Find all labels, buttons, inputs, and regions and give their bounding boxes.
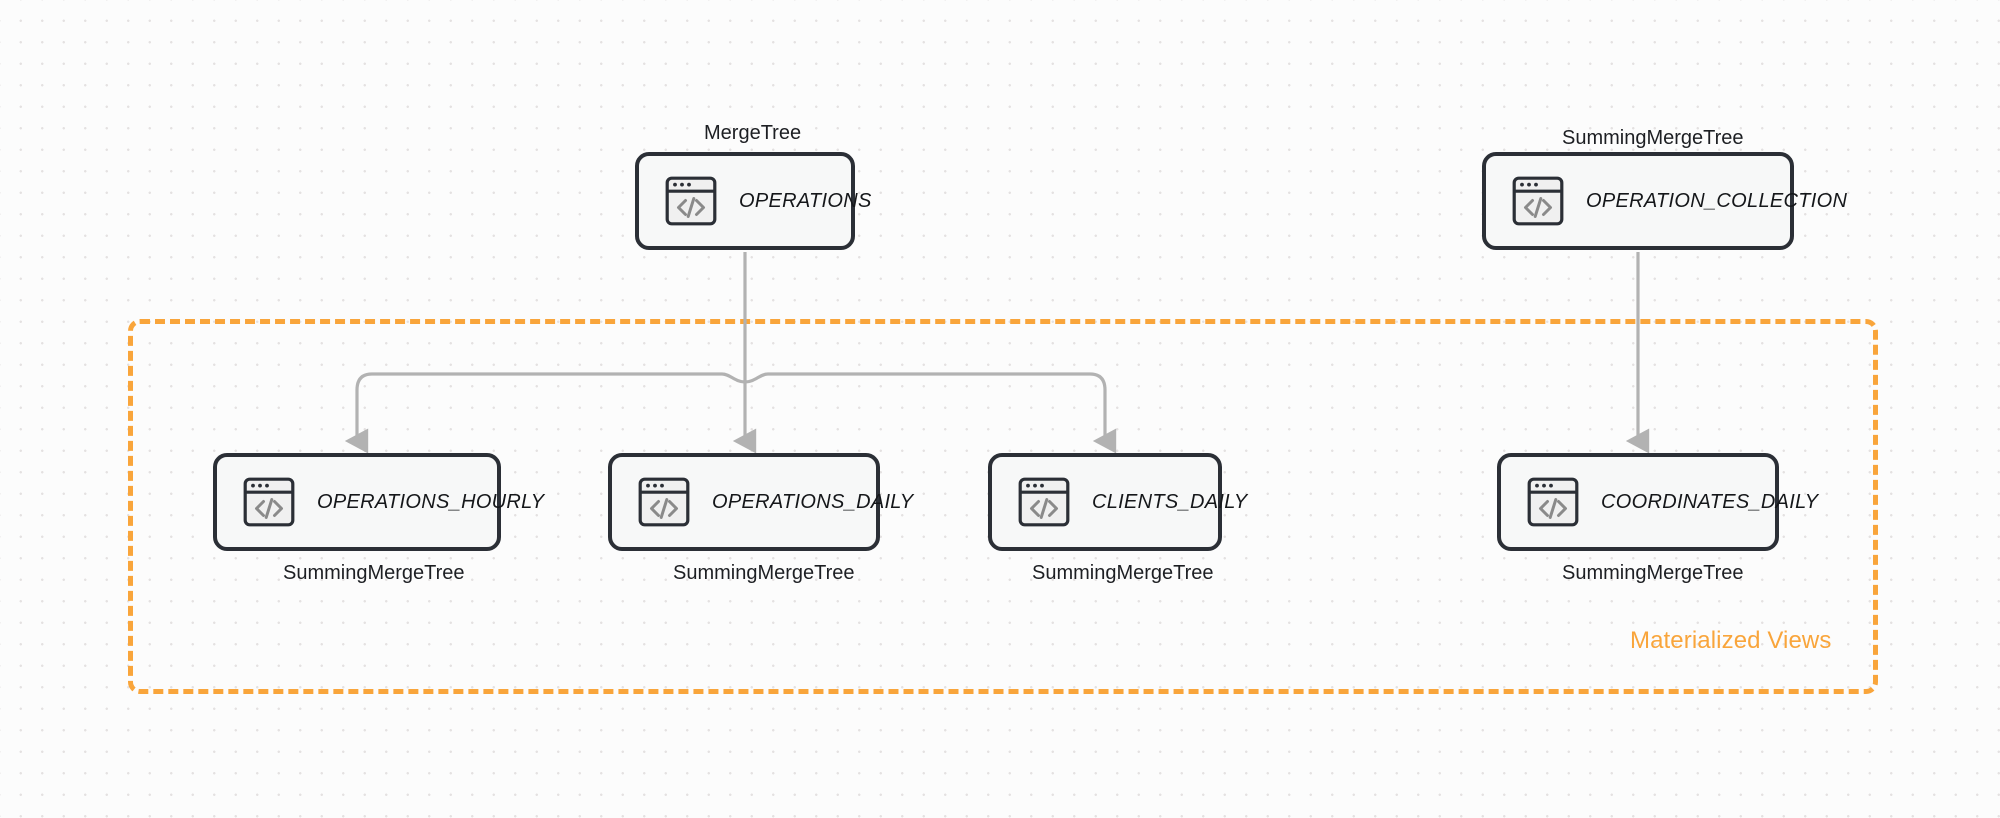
code-window-icon bbox=[1527, 477, 1579, 527]
node-label-operations: OPERATIONS bbox=[739, 189, 872, 212]
node-label-operations_hourly: OPERATIONS_HOURLY bbox=[317, 490, 545, 513]
materialized-views-group bbox=[128, 319, 1878, 694]
node-label-clients_daily: CLIENTS_DAILY bbox=[1092, 490, 1248, 513]
node-engine-caption-clients_daily: SummingMergeTree bbox=[1032, 562, 1214, 584]
code-window-icon bbox=[665, 176, 717, 226]
node-engine-caption-operations_daily: SummingMergeTree bbox=[673, 562, 855, 584]
code-window-icon bbox=[1512, 176, 1564, 226]
node-operations_hourly[interactable]: OPERATIONS_HOURLY bbox=[213, 453, 544, 551]
node-operation_collection[interactable]: OPERATION_COLLECTION bbox=[1482, 152, 1847, 250]
node-label-operation_collection: OPERATION_COLLECTION bbox=[1586, 189, 1848, 212]
materialized-views-group-label: Materialized Views bbox=[1630, 627, 1832, 654]
node-label-coordinates_daily: COORDINATES_DAILY bbox=[1601, 490, 1819, 513]
node-coordinates_daily[interactable]: COORDINATES_DAILY bbox=[1497, 453, 1818, 551]
node-clients_daily[interactable]: CLIENTS_DAILY bbox=[988, 453, 1247, 551]
node-operations[interactable]: OPERATIONS bbox=[635, 152, 871, 250]
code-window-icon bbox=[243, 477, 295, 527]
node-engine-caption-operations_hourly: SummingMergeTree bbox=[283, 562, 465, 584]
node-label-operations_daily: OPERATIONS_DAILY bbox=[712, 490, 914, 513]
node-engine-caption-coordinates_daily: SummingMergeTree bbox=[1562, 562, 1744, 584]
code-window-icon bbox=[638, 477, 690, 527]
code-window-icon bbox=[1018, 477, 1070, 527]
node-engine-caption-operation_collection: SummingMergeTree bbox=[1562, 127, 1744, 149]
node-operations_daily[interactable]: OPERATIONS_DAILY bbox=[608, 453, 913, 551]
node-engine-caption-operations: MergeTree bbox=[704, 122, 802, 144]
